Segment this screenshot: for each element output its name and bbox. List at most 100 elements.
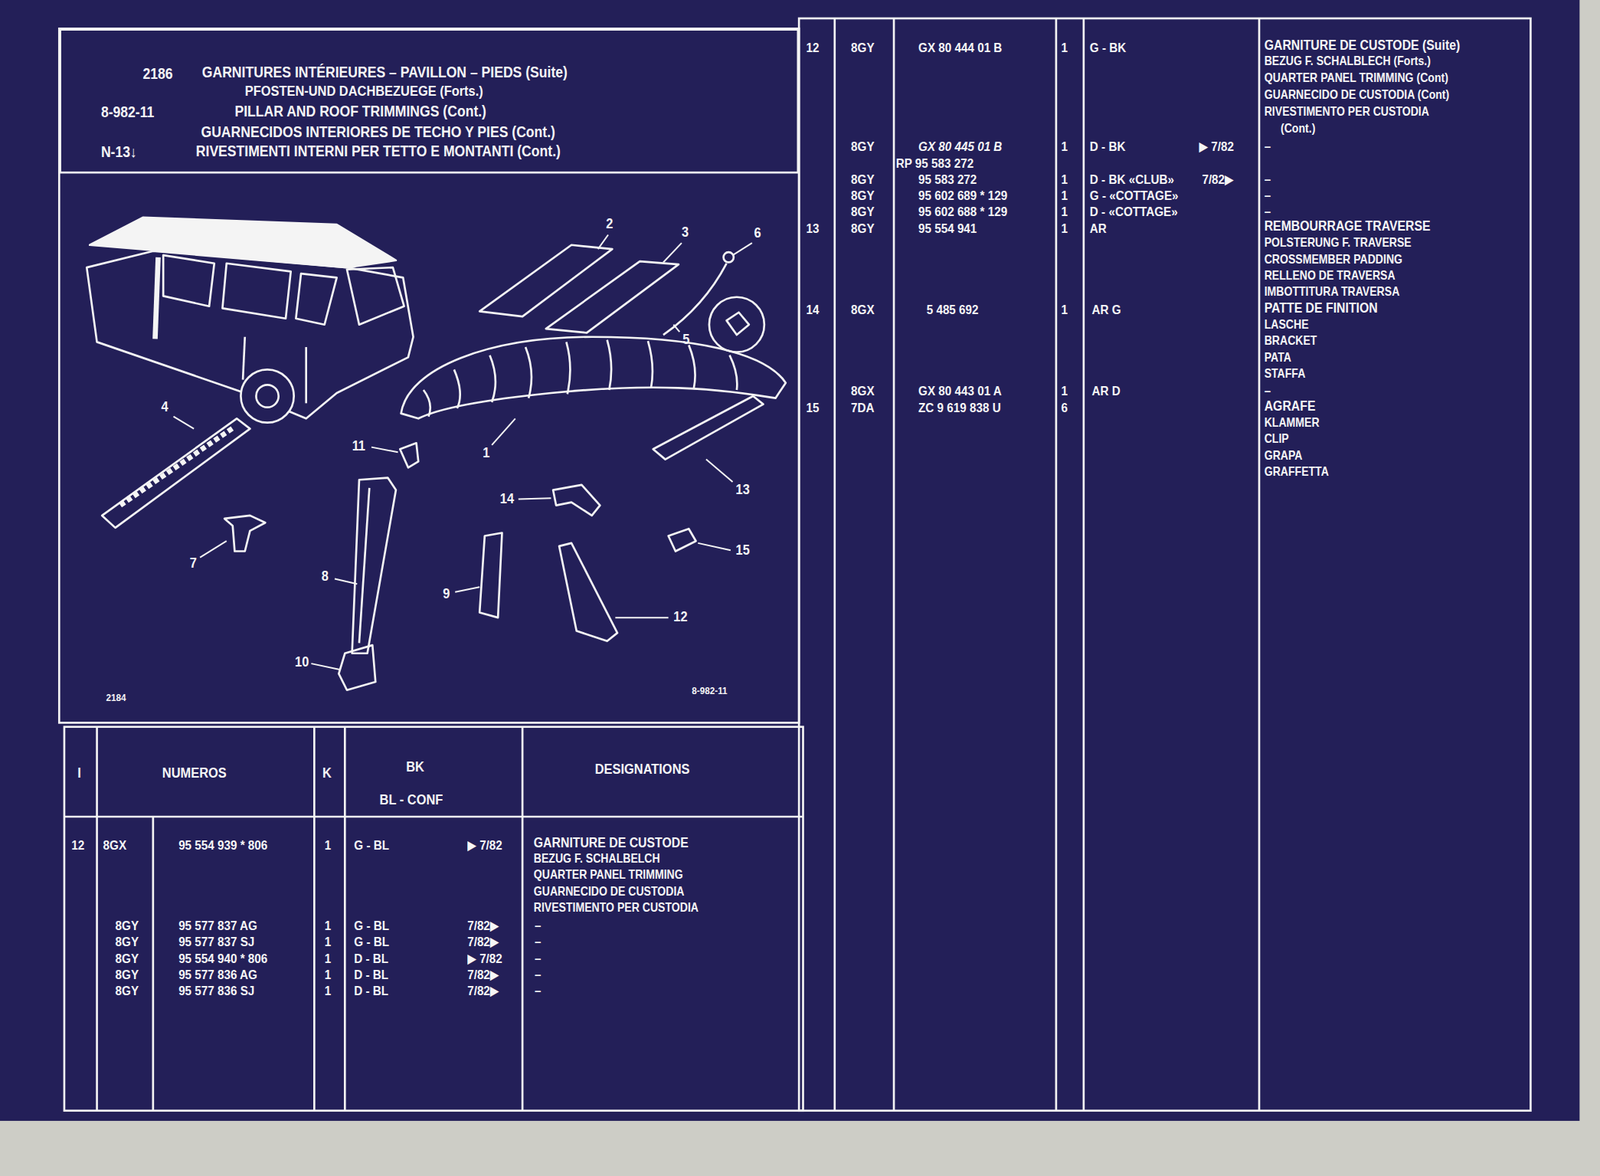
column-heading: K [322, 765, 332, 781]
table-cell: ZC 9 619 838 U [918, 400, 1002, 414]
table-cell: G - BL [353, 837, 390, 851]
designation-text: POLSTERUNG F. TRAVERSE [1264, 237, 1412, 250]
table-cell: 8GY [115, 951, 140, 965]
designation-text: (Cont.) [1280, 122, 1316, 135]
table-cell: – [1264, 139, 1271, 153]
table-cell: 7DA [850, 400, 875, 414]
column-heading: I [77, 765, 82, 781]
table-cell: 95 577 837 AG [178, 918, 258, 932]
designation-heading: PATTE DE FINITION [1264, 300, 1378, 315]
header-text: 8-982-11 [101, 104, 154, 120]
table-cell: 14 [805, 303, 819, 317]
designation-text: CLIP [1264, 432, 1290, 445]
table-cell: – [1264, 172, 1271, 186]
table-cell: – [534, 967, 541, 981]
table-cell: 6 [1061, 400, 1068, 414]
designation-heading: AGRAFE [1264, 398, 1316, 413]
designation-heading: REMBOURRAGE TRAVERSE [1264, 219, 1431, 233]
table-cell: – [1264, 188, 1271, 202]
designation-text: IMBOTTITURA TRAVERSA [1264, 286, 1401, 299]
callout-number: 5 [682, 331, 690, 347]
callout-number: 11 [352, 438, 366, 453]
callout-number: 12 [673, 609, 688, 625]
header-text: GUARNECIDOS INTERIORES DE TECHO Y PIES (… [200, 123, 555, 139]
table-cell: 8GX [850, 383, 875, 397]
table-cell: 95 602 689 * 129 [918, 188, 1008, 202]
header-box: 2186 GARNITURES INTÉRIEURES – PAVILLON – … [58, 28, 799, 174]
table-frame [64, 726, 804, 1111]
header-text: 2186 [143, 65, 174, 81]
table-cell: D - BL [353, 951, 389, 965]
table-cell: 1 [324, 967, 331, 981]
table-cell: 8GY [850, 205, 875, 219]
table-cell: ▶ 7/82 [1198, 139, 1234, 153]
designation-text: GUARNECIDO DE CUSTODIA (Cont) [1264, 88, 1450, 102]
table-cell: G - BL [353, 918, 390, 932]
table-cell: D - «COTTAGE» [1089, 205, 1178, 219]
callout-number: 7 [189, 555, 197, 570]
table-cell: D - BL [353, 967, 389, 981]
designation-text: BRACKET [1264, 335, 1318, 348]
table-cell: 95 554 939 * 806 [178, 837, 268, 851]
table-cell: 1 [324, 837, 331, 851]
designation-text: BEZUG F. SCHALBELCH [533, 852, 661, 865]
table-cell: 5 485 692 [926, 303, 979, 317]
table-cell: 8GY [115, 967, 140, 981]
table-cell: 7/82▶ [467, 967, 499, 981]
table-cell: 1 [1061, 221, 1068, 235]
designation-text: GRAFFETTA [1264, 465, 1329, 478]
designation-text: LASCHE [1264, 318, 1309, 331]
table-cell: 8GX [850, 303, 875, 317]
header-text: GARNITURES INTÉRIEURES – PAVILLON – PIED… [202, 64, 568, 80]
table-cell: – [534, 918, 541, 932]
designation-text: CROSSMEMBER PADDING [1264, 253, 1403, 266]
table-cell: ▶ 7/82 [467, 837, 503, 851]
callout-number: 10 [294, 654, 309, 670]
table-cell: AR D [1092, 383, 1121, 397]
callout-number: 2 [605, 216, 613, 232]
designation-text: QUARTER PANEL TRIMMING (Cont) [1264, 71, 1449, 85]
column-heading: DESIGNATIONS [595, 761, 691, 776]
callout-number: 3 [681, 225, 689, 240]
table-cell: 8GY [850, 221, 875, 235]
table-cell: 8GY [850, 139, 875, 153]
table-cell: 1 [1061, 303, 1068, 317]
table-cell: G - BK [1089, 40, 1126, 54]
table-cell: 95 577 837 SJ [178, 934, 255, 948]
table-cell: AR G [1092, 303, 1122, 317]
designation-text: RELLENO DE TRAVERSA [1264, 269, 1396, 282]
header-text: PILLAR AND ROOF TRIMMINGS (Cont.) [234, 102, 487, 118]
callout-number: 8 [321, 569, 329, 584]
table-cell: 12 [71, 837, 85, 851]
designation-heading: GARNITURE DE CUSTODE (Suite) [1264, 38, 1461, 53]
table-cell: AR [1089, 221, 1107, 235]
table-cell: – [534, 934, 541, 948]
table-cell: 13 [805, 221, 819, 235]
table-cell: – [1264, 383, 1271, 397]
table-cell: 7/82▶ [467, 934, 499, 948]
designation-text: BEZUG F. SCHALBLECH (Forts.) [1264, 55, 1431, 68]
callout-number: 15 [736, 542, 750, 557]
table-cell: 7/82▶ [467, 918, 499, 932]
callout-number: 6 [754, 225, 762, 241]
table-cell: 1 [1061, 188, 1068, 202]
table-cell: 1 [1061, 172, 1068, 186]
table-cell: D - BK [1089, 139, 1126, 153]
table-cell: 7/82▶ [1201, 172, 1234, 186]
table-cell: 95 602 688 * 129 [918, 205, 1008, 219]
designation-text: QUARTER PANEL TRIMMING [533, 868, 684, 881]
table-cell: 8GY [115, 934, 140, 948]
designation-text: KLAMMER [1264, 416, 1320, 429]
table-cell: 95 583 272 [918, 172, 977, 186]
designation-text: GUARNECIDO DE CUSTODIA [533, 885, 685, 898]
leader-lines [173, 234, 752, 670]
table-cell: 1 [324, 951, 331, 965]
table-cell: D - BK «CLUB» [1089, 172, 1175, 186]
table-cell: 1 [1061, 40, 1068, 54]
table-cell: 7/82▶ [467, 983, 499, 997]
table-cell: G - BL [353, 934, 390, 948]
table-cell: 95 554 941 [918, 221, 977, 235]
column-heading: NUMEROS [162, 765, 227, 781]
table-cell: 1 [324, 918, 331, 932]
